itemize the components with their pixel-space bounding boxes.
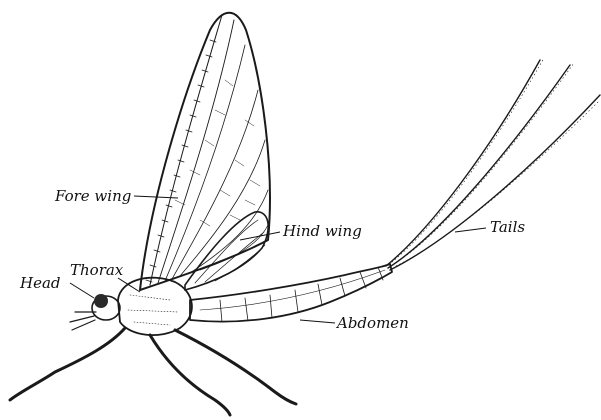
hind-wing-label: Hind wing xyxy=(282,222,362,240)
fore-wing-label: Fore wing xyxy=(54,187,131,205)
head xyxy=(70,294,120,330)
compound-eye xyxy=(94,294,108,308)
abdomen-label: Abdomen xyxy=(335,314,409,332)
tails-leader xyxy=(455,228,486,232)
fore-wing xyxy=(140,13,270,290)
tails-label: Tails xyxy=(490,218,525,236)
thorax-label: Thorax xyxy=(70,261,124,279)
hind-wing-leader xyxy=(240,232,280,240)
thorax xyxy=(118,278,192,335)
tails xyxy=(386,58,600,270)
hind-wing xyxy=(185,212,268,290)
head-leader xyxy=(70,283,94,298)
abdomen-leader xyxy=(300,320,335,323)
legs xyxy=(10,328,296,415)
head-label: Head xyxy=(19,274,61,292)
